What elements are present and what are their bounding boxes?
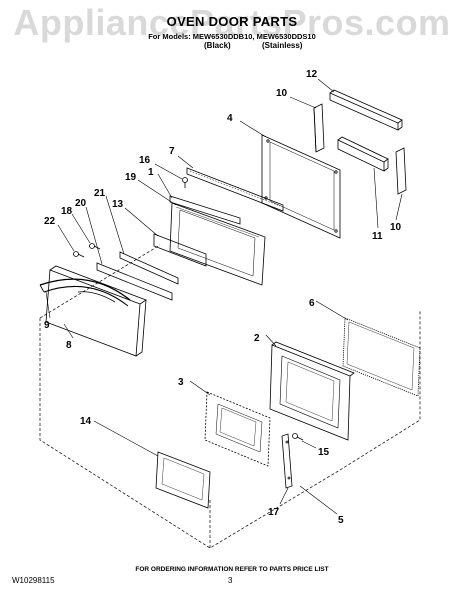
callout-11: 11 (372, 231, 383, 242)
part-screw-18 (89, 243, 101, 250)
part-bottom-trim (337, 136, 389, 172)
part-inner-door (269, 341, 355, 441)
callout-5: 5 (338, 515, 344, 526)
callout-4: 4 (227, 113, 233, 124)
document-number: W10298115 (12, 576, 55, 585)
callout-1: 1 (148, 167, 154, 178)
part-trim-cap (169, 195, 241, 225)
part-top-trim (329, 89, 403, 131)
callout-12: 12 (306, 69, 318, 80)
color-label-black: (Black) (204, 41, 231, 50)
callout-2: 2 (254, 333, 260, 344)
leader-lines (45, 78, 403, 515)
page-number: 3 (228, 576, 233, 585)
part-outer-glass (169, 202, 266, 286)
part-handle-bracket (119, 251, 179, 285)
callout-10-right: 10 (390, 222, 402, 233)
ordering-info-note: FOR ORDERING INFORMATION REFER TO PARTS … (135, 566, 329, 573)
callout-17: 17 (268, 507, 280, 518)
part-screw-top (182, 177, 188, 188)
callout-7: 7 (169, 146, 175, 157)
part-door-handle (39, 278, 131, 307)
part-access-panel (155, 451, 211, 509)
callout-15: 15 (318, 447, 330, 458)
part-screw-22 (73, 251, 85, 258)
assembly-outline (39, 244, 421, 549)
page-title: OVEN DOOR PARTS (166, 14, 298, 29)
callout-16: 16 (139, 155, 151, 166)
part-door-hinge (281, 433, 293, 489)
callout-18: 18 (61, 206, 73, 217)
callout-13: 13 (112, 199, 124, 210)
part-side-trim-right (395, 147, 407, 195)
color-label-stainless: (Stainless) (262, 41, 303, 50)
part-panel-trim (96, 262, 173, 301)
part-screw-hinge (292, 433, 304, 441)
callout-14: 14 (80, 416, 92, 427)
callout-22: 22 (44, 216, 56, 227)
part-door-gasket (342, 317, 421, 397)
callout-8: 8 (66, 340, 72, 351)
callout-20: 20 (75, 198, 87, 209)
callout-3: 3 (178, 377, 184, 388)
callout-9: 9 (44, 320, 50, 331)
part-outer-door-panel (45, 265, 147, 357)
part-door-frame (261, 134, 341, 239)
model-numbers: For Models: MEW6530DDB10, MEW6530DDS10 (148, 32, 316, 41)
callout-21: 21 (94, 188, 106, 199)
part-vent-strip (186, 167, 284, 212)
part-inner-glass (204, 391, 271, 467)
watermark-logo: AppliancePartsPros.com (13, 2, 451, 43)
callout-10-left: 10 (276, 88, 288, 99)
callout-6: 6 (309, 298, 315, 309)
callout-19: 19 (125, 172, 137, 183)
part-side-trim-left (313, 103, 325, 153)
part-window-pack (153, 233, 207, 267)
